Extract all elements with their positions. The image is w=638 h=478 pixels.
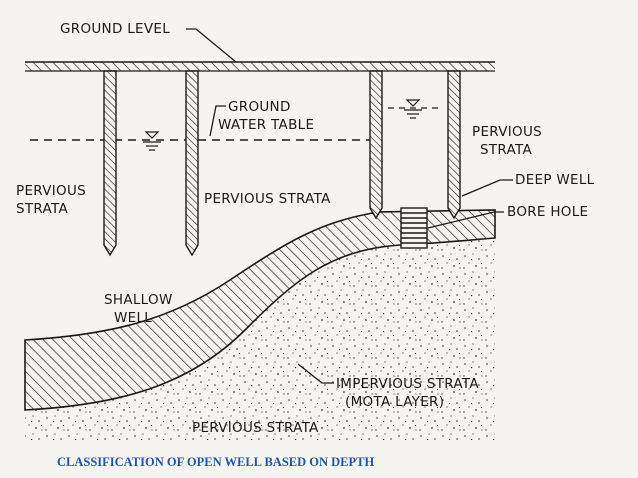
bore-hole-leader: [427, 211, 504, 229]
shallow-well-left-wall: [103, 70, 117, 257]
ground-water-table-label-line2: WATER TABLE: [218, 117, 314, 133]
pervious-strata-top-right-label-line1: PERVIOUS: [472, 124, 542, 140]
deep-well-left-wall: [369, 70, 383, 220]
shallow-well-label-line2: WELL: [114, 310, 152, 326]
water-level-symbol-deep-well: [404, 99, 422, 119]
ground-level-leader: [186, 28, 237, 63]
impervious-strata-label-line2: (MOTA LAYER): [345, 394, 444, 410]
pervious-strata-left-label-line1: PERVIOUS: [16, 183, 86, 199]
pervious-strata-bottom-region: [25, 238, 495, 440]
impervious-strata-label-line1: IMPERVIOUS STRATA: [336, 376, 479, 392]
impervious-strata-leader: [297, 363, 334, 384]
deep-well-right-wall: [447, 70, 461, 220]
shallow-well-right-wall: [185, 70, 199, 257]
bore-hole: [400, 207, 428, 249]
pervious-strata-left-label-line2: STRATA: [16, 201, 69, 217]
bore-hole-label: BORE HOLE: [507, 204, 588, 220]
impervious-strata-layer: [24, 209, 496, 411]
pervious-strata-top-right-label-line2: STRATA: [480, 142, 533, 158]
pervious-strata-bottom-label: PERVIOUS STRATA: [192, 420, 319, 436]
water-level-symbol: [143, 131, 161, 151]
ground-water-table-label-line1: GROUND: [228, 99, 291, 115]
shallow-well-label-line1: SHALLOW: [104, 292, 173, 308]
pervious-strata-middle-label: PERVIOUS STRATA: [204, 191, 331, 207]
figure-caption: CLASSIFICATION OF OPEN WELL BASED ON DEP…: [57, 455, 375, 469]
ground-level-label: GROUND LEVEL: [60, 21, 170, 37]
deep-well-leader: [461, 179, 513, 197]
water-table-leader: [209, 105, 226, 137]
deep-well-label: DEEP WELL: [515, 172, 595, 188]
ground-surface: [25, 62, 495, 71]
